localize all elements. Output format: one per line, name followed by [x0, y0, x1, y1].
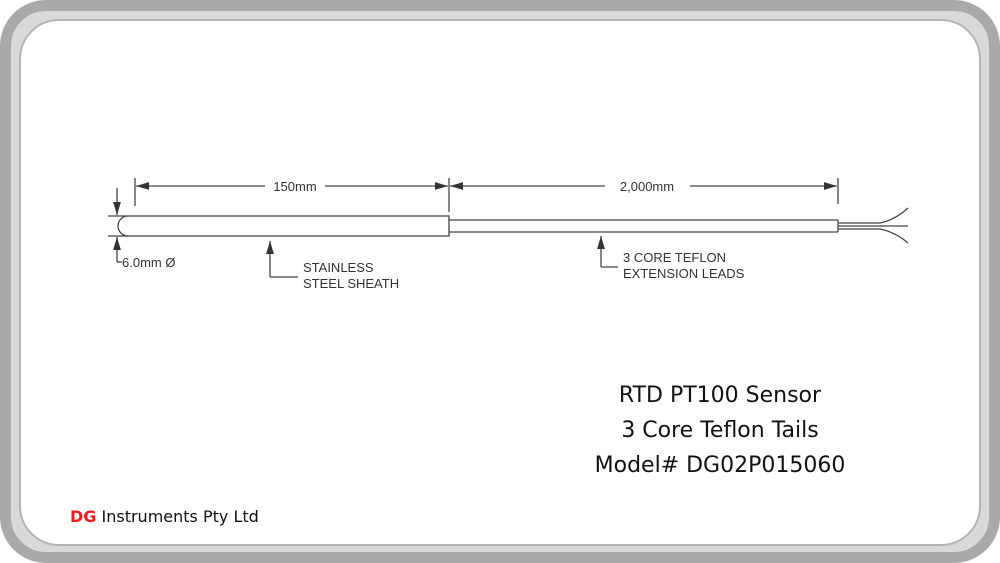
lead-length-label: 2,000mm	[620, 179, 674, 194]
steel-sheath	[117, 215, 450, 237]
brand-mark: DG	[70, 507, 97, 526]
sheath-label-1: STAINLESS	[303, 260, 374, 275]
product-title: RTD PT100 Sensor	[618, 383, 822, 408]
company-text: Instruments Pty Ltd	[96, 507, 259, 526]
model-number: Model# DG02P015060	[594, 453, 846, 478]
lead-wires	[838, 207, 909, 244]
teflon-cable	[449, 219, 839, 233]
drawing-panel	[19, 19, 981, 546]
company-name: DG Instruments Pty Ltd	[70, 507, 259, 526]
product-subtitle: 3 Core Teflon Tails	[621, 418, 819, 443]
lead-label-1: 3 CORE TEFLON	[623, 250, 726, 265]
lead-label-2: EXTENSION LEADS	[623, 266, 745, 281]
diameter-label: 6.0mm Ø	[122, 255, 175, 270]
sheath-length-label: 150mm	[273, 179, 316, 194]
sheath-label-2: STEEL SHEATH	[303, 276, 399, 291]
